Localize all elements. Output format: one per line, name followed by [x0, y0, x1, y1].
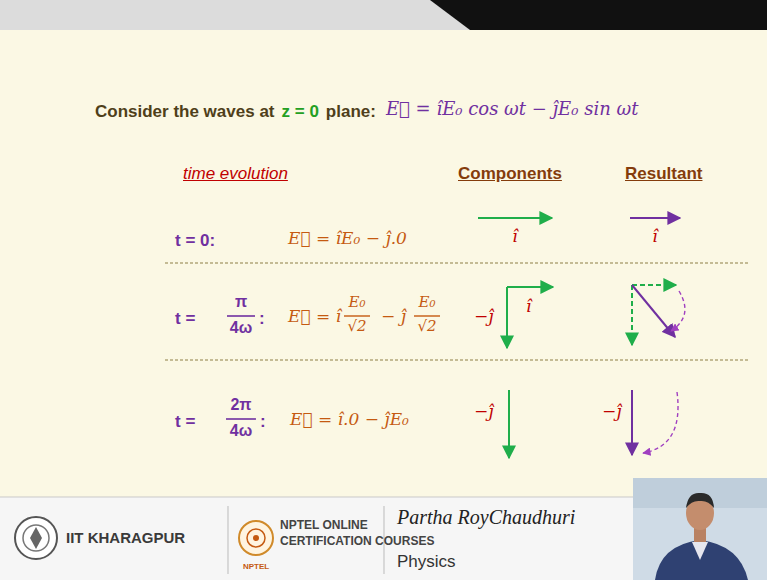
subject-name: Physics	[397, 552, 456, 572]
fraction-numerator: E₀	[349, 294, 366, 311]
field-equation: E⃗ = î	[288, 307, 341, 327]
resultant-arrow	[630, 217, 680, 219]
fraction-denominator: 4ω	[230, 319, 252, 337]
dashed-component	[632, 284, 676, 286]
course-name: CERTIFICATION COURSES	[280, 535, 434, 549]
unit-vector: î	[512, 227, 517, 247]
component-arrow	[478, 217, 552, 219]
row-separator	[165, 262, 748, 264]
field-equation: − ĵ	[381, 307, 406, 327]
row-separator	[165, 359, 748, 361]
fraction-denominator: 4ω	[230, 422, 252, 440]
unit-vector: î	[652, 227, 657, 247]
component-arrow	[507, 286, 553, 288]
plane-name: z = 0	[282, 102, 319, 122]
unit-vector: î	[526, 297, 531, 317]
fraction-bar	[344, 315, 370, 316]
column-heading: Resultant	[625, 164, 702, 184]
intro-text: plane:	[326, 102, 376, 122]
rotation-arrow	[643, 392, 678, 453]
presenter-video	[633, 478, 767, 580]
time-value: :	[260, 412, 266, 432]
resultant-arrow	[632, 285, 675, 337]
institute-name: IIT KHARAGPUR	[66, 529, 185, 546]
component-arrow	[506, 287, 508, 348]
unit-vector: −ĵ	[474, 402, 494, 422]
fraction-bar	[227, 315, 255, 317]
top-dark-band	[430, 0, 767, 30]
logo-text: NPTEL	[243, 562, 269, 571]
resultant-arrow	[631, 390, 633, 455]
fraction-numerator: 2π	[230, 396, 251, 414]
column-heading: time evolution	[183, 164, 288, 184]
field-equation: E⃗ = î.0 − ĵE₀	[290, 410, 409, 430]
presenter-name: Partha RoyChaudhuri	[397, 506, 575, 529]
fraction-denominator: √2	[347, 318, 366, 335]
footer-divider	[228, 506, 229, 574]
unit-vector: −ĵ	[602, 402, 622, 422]
fraction-bar	[226, 418, 256, 420]
time-value: t = 0:	[175, 231, 215, 251]
component-arrow	[508, 390, 510, 458]
slide-ground	[0, 30, 767, 497]
field-equation: E⃗ = îE₀ cos ωt − ĵE₀ sin ωt	[386, 99, 639, 120]
fraction-denominator: √2	[417, 318, 436, 335]
unit-vector: −ĵ	[474, 307, 494, 327]
time-value: t =	[175, 412, 195, 432]
course-name: NPTEL ONLINE	[280, 519, 368, 533]
iit-logo	[15, 517, 57, 559]
top-band	[0, 0, 767, 30]
nptel-logo	[239, 521, 273, 555]
intro-text: Consider the waves at	[95, 102, 275, 122]
fraction-numerator: π	[235, 293, 247, 311]
fraction-bar	[414, 315, 440, 316]
column-heading: Components	[458, 164, 562, 184]
field-equation: E⃗ = îE₀ − ĵ.0	[288, 229, 407, 249]
time-value: t =	[175, 309, 195, 329]
fraction-numerator: E₀	[419, 294, 436, 311]
rotation-arrow	[671, 291, 685, 331]
dashed-component	[631, 285, 633, 345]
time-value: :	[259, 309, 265, 329]
